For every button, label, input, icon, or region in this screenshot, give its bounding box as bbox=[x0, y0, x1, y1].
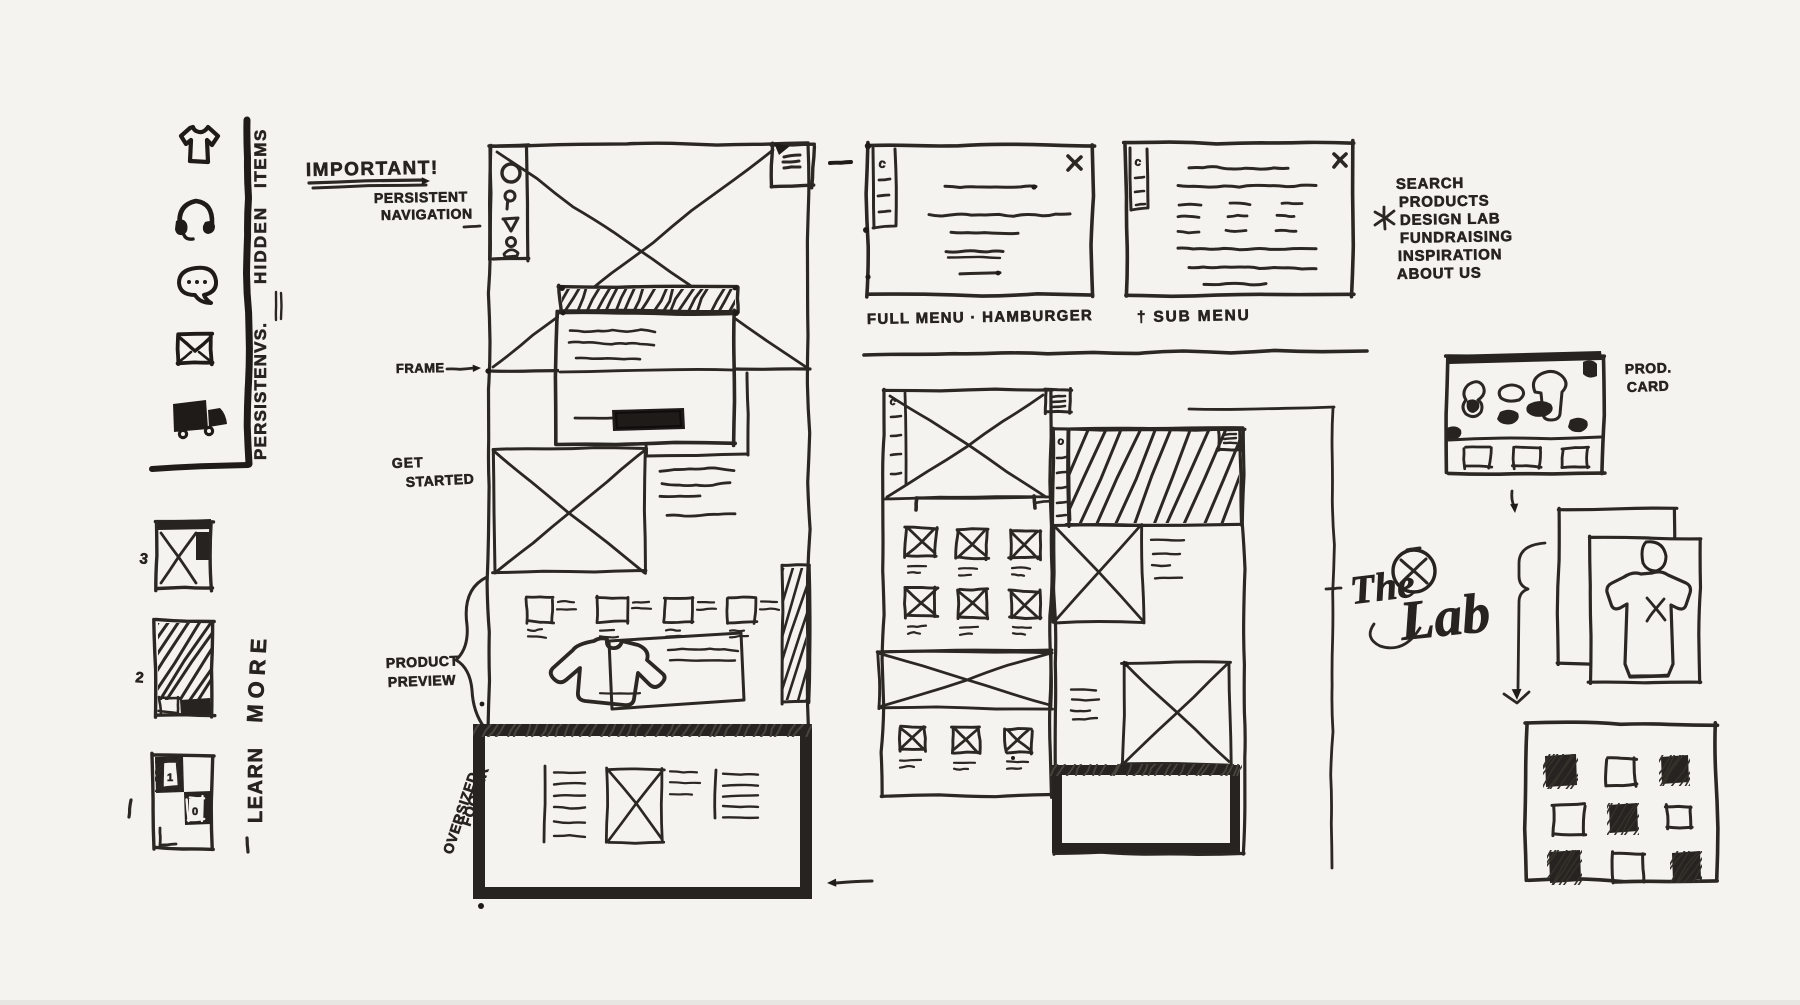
svg-text:c: c bbox=[1133, 154, 1143, 169]
svg-text:LEARN: LEARN bbox=[245, 747, 267, 823]
svg-text:PREVIEW: PREVIEW bbox=[388, 672, 457, 690]
svg-text:3: 3 bbox=[138, 550, 150, 568]
svg-text:GET: GET bbox=[392, 454, 424, 471]
svg-text:2: 2 bbox=[135, 669, 146, 687]
svg-text:c: c bbox=[877, 155, 888, 171]
svg-text:Lab: Lab bbox=[1396, 582, 1493, 653]
svg-text:FRAME: FRAME bbox=[396, 360, 445, 376]
svg-text:PROD.: PROD. bbox=[1625, 359, 1672, 377]
svg-text:PRODUCTS: PRODUCTS bbox=[1399, 192, 1490, 211]
svg-text:INSPIRATION: INSPIRATION bbox=[1398, 246, 1503, 265]
svg-text:DESIGN LAB: DESIGN LAB bbox=[1400, 210, 1501, 229]
svg-text:SEARCH: SEARCH bbox=[1396, 175, 1464, 193]
svg-text:The: The bbox=[1348, 560, 1417, 613]
svg-text:NAVIGATION: NAVIGATION bbox=[381, 205, 473, 223]
svg-text:1: 1 bbox=[167, 772, 174, 784]
svg-text:MORE: MORE bbox=[242, 632, 272, 723]
svg-text:ABOUT US: ABOUT US bbox=[1397, 265, 1482, 283]
svg-text:0: 0 bbox=[192, 806, 199, 818]
svg-text:PRODUCT: PRODUCT bbox=[386, 652, 459, 671]
svg-text:o: o bbox=[1056, 435, 1066, 448]
svg-text:c: c bbox=[888, 395, 898, 408]
svg-text:HIDDEN: HIDDEN bbox=[251, 206, 270, 284]
svg-text:PERSISTENT: PERSISTENT bbox=[374, 188, 468, 206]
svg-text:STARTED: STARTED bbox=[405, 470, 474, 490]
svg-text:IMPORTANT!: IMPORTANT! bbox=[306, 158, 439, 181]
svg-text:ITEMS: ITEMS bbox=[251, 128, 270, 188]
svg-text:FUNDRAISING: FUNDRAISING bbox=[1400, 228, 1513, 247]
svg-text:† SUB MENU: † SUB MENU bbox=[1137, 307, 1251, 326]
svg-text:PERSISTENVS.: PERSISTENVS. bbox=[251, 322, 270, 460]
svg-text:CARD: CARD bbox=[1627, 378, 1670, 395]
svg-text:FULL MENU · HAMBURGER: FULL MENU · HAMBURGER bbox=[867, 307, 1093, 328]
